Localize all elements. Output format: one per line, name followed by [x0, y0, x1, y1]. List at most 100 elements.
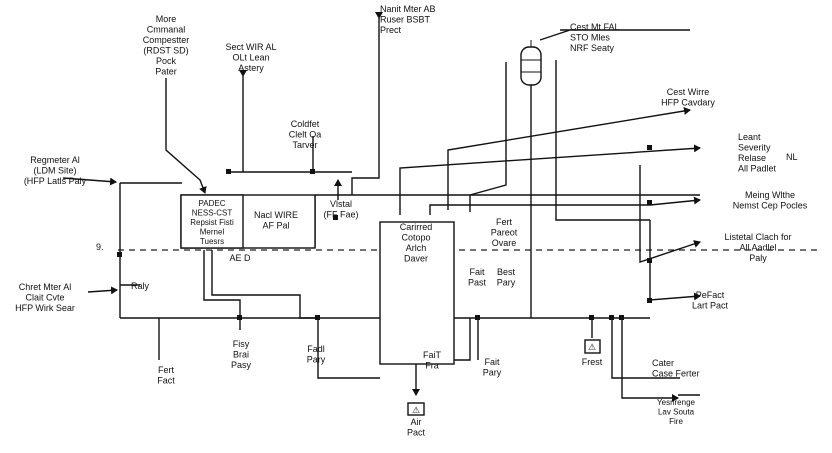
- label-line: Lav Souta: [658, 408, 695, 417]
- label-line: Fadl: [307, 344, 325, 354]
- label-line: FaiT: [423, 350, 442, 360]
- label-vistal-text: Vlstal(FF Fae): [324, 199, 359, 220]
- junction-dots: [117, 145, 652, 320]
- more-feed-line: [165, 78, 207, 194]
- label-line: Nemst Cep Pocles: [733, 201, 808, 211]
- yesnrenge-line: [621, 318, 679, 402]
- regmeter-arrow: [62, 177, 117, 186]
- label-line: Regmeter Al: [30, 155, 80, 165]
- label-line: (HFP Latls Paly: [24, 176, 87, 186]
- label-line: More: [156, 14, 177, 24]
- label-line: Fert: [158, 365, 175, 375]
- label-line: Nanit Mter AB: [380, 4, 436, 14]
- label-line: Carirred: [400, 222, 433, 232]
- label-line: PADEC: [199, 199, 226, 208]
- label-line: Pasy: [231, 360, 252, 370]
- label-line: AF Pal: [262, 221, 289, 231]
- label-line: NRF Seaty: [570, 43, 615, 53]
- label-line: Prect: [380, 25, 402, 35]
- label-line: Clelt Oa: [289, 130, 322, 140]
- chret-arrow: [87, 286, 118, 295]
- label-line: Cater: [652, 358, 674, 368]
- tower-right-line: [555, 60, 650, 221]
- label-num-9: 9.: [96, 242, 104, 252]
- tower-top-callout: [539, 29, 571, 41]
- label-nl: NL: [786, 152, 798, 162]
- label-line: Fra: [425, 361, 439, 371]
- label-line: Ovare: [492, 238, 517, 248]
- label-line: Pock: [156, 56, 177, 66]
- label-line: HFP Wirk Sear: [15, 303, 75, 313]
- label-line: Case Ferter: [652, 369, 700, 379]
- svg-text:⚠: ⚠: [412, 405, 420, 415]
- label-line: Listetal Clach for: [724, 232, 791, 242]
- label-line: Cmmanal: [147, 25, 186, 35]
- label-line: HFP Cavdary: [661, 98, 715, 108]
- label-line: Severity: [738, 143, 771, 153]
- tower-left-feed: [469, 62, 507, 212]
- label-line: Cest Mt FAL: [570, 22, 620, 32]
- label-line: (LDM Site): [33, 166, 76, 176]
- label-line: Daver: [404, 254, 428, 264]
- label-line: Tarver: [292, 140, 317, 150]
- label-line: Astery: [238, 63, 264, 73]
- label-line: Paly: [749, 253, 767, 263]
- label-line: (RDST SD): [143, 46, 188, 56]
- padec-inner-box: [180, 194, 244, 249]
- label-line: Ruser BSBT: [380, 15, 431, 25]
- label-line: Mernel: [200, 228, 225, 237]
- label-line: Clait Cvte: [25, 293, 64, 303]
- label-line: (FF Fae): [324, 210, 359, 220]
- label-line: Fait: [484, 357, 500, 367]
- label-line: PeFact: [696, 290, 725, 300]
- label-line: Pary: [483, 368, 502, 378]
- label-line: Air: [411, 417, 422, 427]
- label-line: Lart Pact: [692, 301, 729, 311]
- label-line: Compestter: [143, 35, 190, 45]
- label-line: Coldfet: [291, 119, 320, 129]
- cest-wirre-feed: [447, 107, 691, 210]
- label-line: Repsist Fisti: [190, 218, 234, 227]
- label-line: All Padlet: [738, 164, 777, 174]
- label-line: Nacl WIRE: [254, 210, 298, 220]
- label-line: All Aadlel: [739, 243, 776, 253]
- label-line: Sect WIR AL: [225, 42, 276, 52]
- label-regmeter: Regmeter Al(LDM Site)(HFP Latls Paly: [24, 155, 87, 186]
- label-line: Meing Wlthe: [745, 190, 795, 200]
- leant-feed-line: [399, 144, 701, 215]
- label-line: Leant: [738, 132, 761, 142]
- label-line: Best: [497, 267, 516, 277]
